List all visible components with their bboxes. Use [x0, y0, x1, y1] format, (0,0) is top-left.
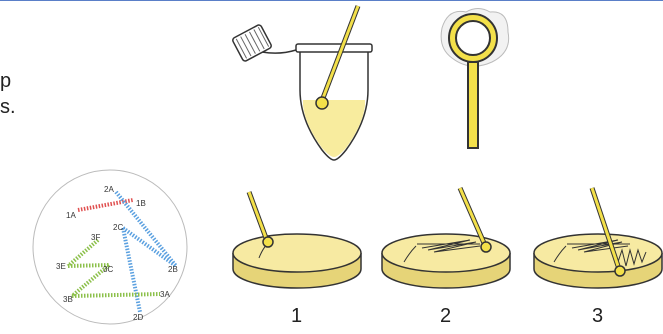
point-label: 3C	[103, 265, 113, 274]
point-label: 1B	[136, 199, 146, 208]
step-label-2: 2	[440, 305, 451, 327]
petri-dish-step-1	[233, 192, 361, 288]
point-label: 2D	[133, 313, 143, 322]
point-label: 2C	[113, 223, 123, 232]
point-label: 3E	[56, 262, 66, 271]
point-label: 3B	[63, 295, 73, 304]
tube-cap	[232, 24, 272, 62]
streak-pattern-plate: 2A 1B 1A 2C 3F 3E 3C 2B 3B 3A 2D	[33, 170, 187, 324]
point-label: 3A	[160, 290, 170, 299]
point-label: 2B	[168, 265, 178, 274]
petri-dish-step-2	[382, 188, 510, 288]
petri-dish-step-3	[534, 188, 662, 288]
inoculating-loop	[441, 9, 509, 149]
step-label-3: 3	[592, 305, 603, 327]
point-label: 3F	[91, 233, 100, 242]
step-label-1: 1	[291, 305, 302, 327]
point-label: 2A	[104, 185, 114, 194]
point-label: 1A	[66, 211, 76, 220]
